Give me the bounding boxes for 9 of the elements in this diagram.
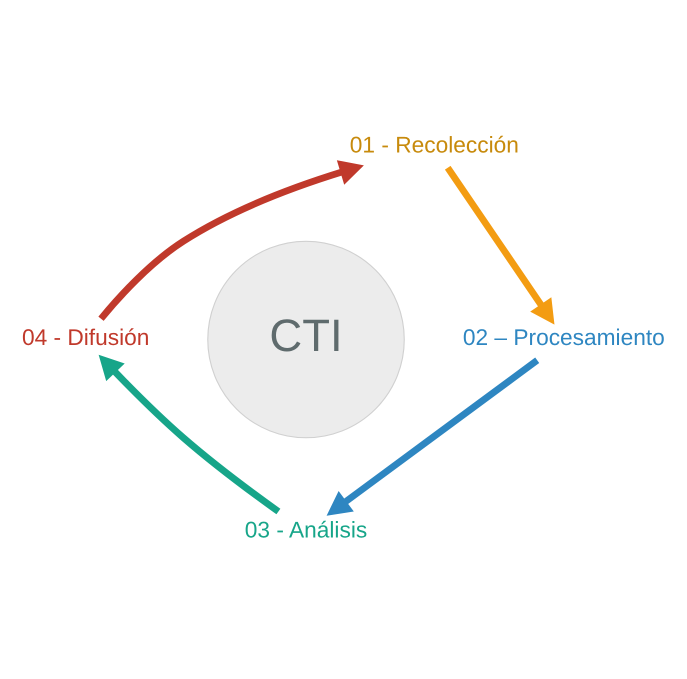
arrow xyxy=(444,166,554,325)
node-text: 03 - Análisis xyxy=(244,516,368,543)
node-text: 01 - Recolección xyxy=(350,132,519,158)
arrow xyxy=(326,358,540,516)
node-circle: CTI xyxy=(207,240,405,438)
arrow xyxy=(98,160,364,321)
node-text: 02 – Procesamiento xyxy=(462,324,665,350)
arrow xyxy=(98,354,280,514)
node-text: 04 - Difusión xyxy=(22,324,150,350)
